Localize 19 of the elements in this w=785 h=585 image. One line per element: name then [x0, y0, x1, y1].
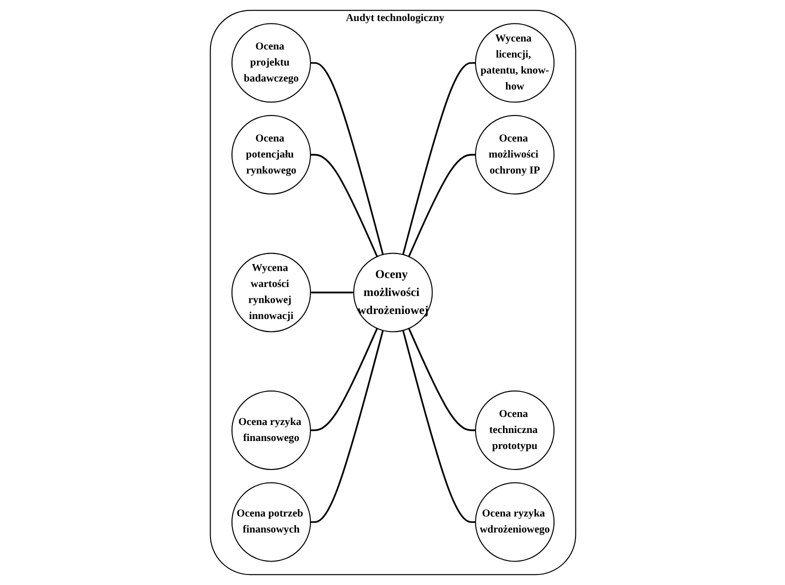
connector [402, 330, 476, 523]
connector [402, 62, 476, 255]
node-circle: Ocena techniczna prototypu [474, 390, 554, 470]
connector [310, 328, 378, 432]
connector [310, 62, 384, 255]
connector [310, 154, 378, 257]
connector [310, 330, 384, 523]
node-circle: Wycena licencji, patentu, know-how [474, 23, 554, 103]
connector [310, 292, 354, 294]
node-circle: Ocena ryzyka wdrożeniowego [474, 482, 554, 562]
node-circle: Ocena ryzyka finansowego [230, 390, 310, 470]
node-circle: Ocena potrzeb finansowych [230, 482, 310, 562]
connector [408, 154, 476, 257]
node-circle: Wycena wartości rynkowej innowacji [230, 252, 310, 332]
node-circle: Ocena potencjału rynkowego [230, 114, 310, 194]
node-circle: Oceny możliwości wdrożeniowej [352, 252, 432, 332]
node-circle: Ocena projektu badawczego [230, 23, 310, 103]
node-circle: Ocena możliwości ochrony IP [474, 114, 554, 194]
connector [408, 328, 476, 432]
